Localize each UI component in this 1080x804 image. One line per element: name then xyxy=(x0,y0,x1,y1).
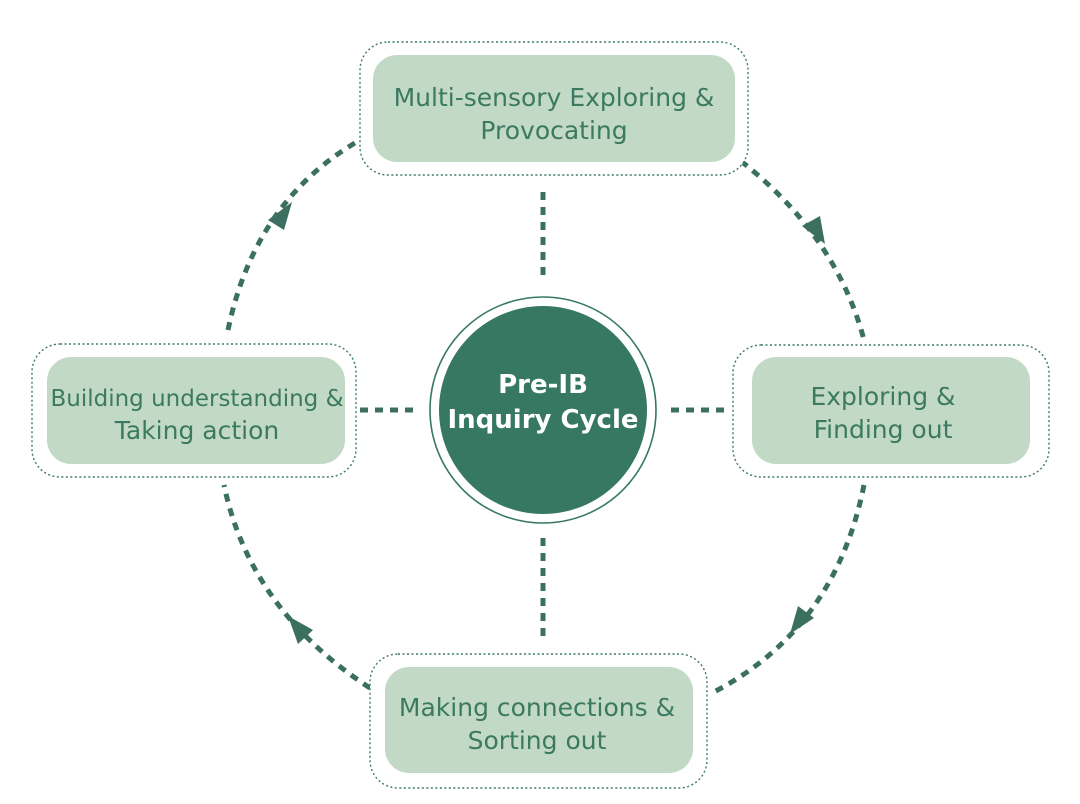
cycle-arrow-top-to-right xyxy=(727,149,867,341)
arrowhead-top-left xyxy=(268,202,292,230)
cycle-arrow-left-to-top xyxy=(225,137,362,331)
arrowhead-bottom-right xyxy=(790,606,814,634)
node-left-label-line2: Taking action xyxy=(114,416,280,445)
cycle-arrow-right-to-bottom xyxy=(710,484,867,696)
center-hub: Pre-IB Inquiry Cycle xyxy=(429,296,657,524)
node-bottom-label-line1: Making connections & xyxy=(399,693,675,722)
node-right: Exploring & Finding out xyxy=(732,344,1050,478)
node-top: Multi-sensory Exploring & Provocating xyxy=(359,41,749,176)
node-top-label-line1: Multi-sensory Exploring & xyxy=(394,83,715,112)
node-bottom-label-line2: Sorting out xyxy=(468,726,607,755)
node-right-label-line2: Finding out xyxy=(814,415,953,444)
node-bottom: Making connections & Sorting out xyxy=(369,653,708,789)
cycle-arrow-bottom-to-left xyxy=(221,484,372,691)
node-right-label-line1: Exploring & xyxy=(810,382,955,411)
arrowhead-bottom-left xyxy=(288,616,313,644)
center-title-line1: Pre-IB xyxy=(498,370,588,400)
arrowhead-top-right xyxy=(802,216,825,244)
node-left-label-line1: Building understanding & xyxy=(50,386,343,412)
node-top-label-line2: Provocating xyxy=(480,116,627,145)
center-title-line2: Inquiry Cycle xyxy=(447,405,638,435)
node-left: Building understanding & Taking action xyxy=(31,343,357,478)
